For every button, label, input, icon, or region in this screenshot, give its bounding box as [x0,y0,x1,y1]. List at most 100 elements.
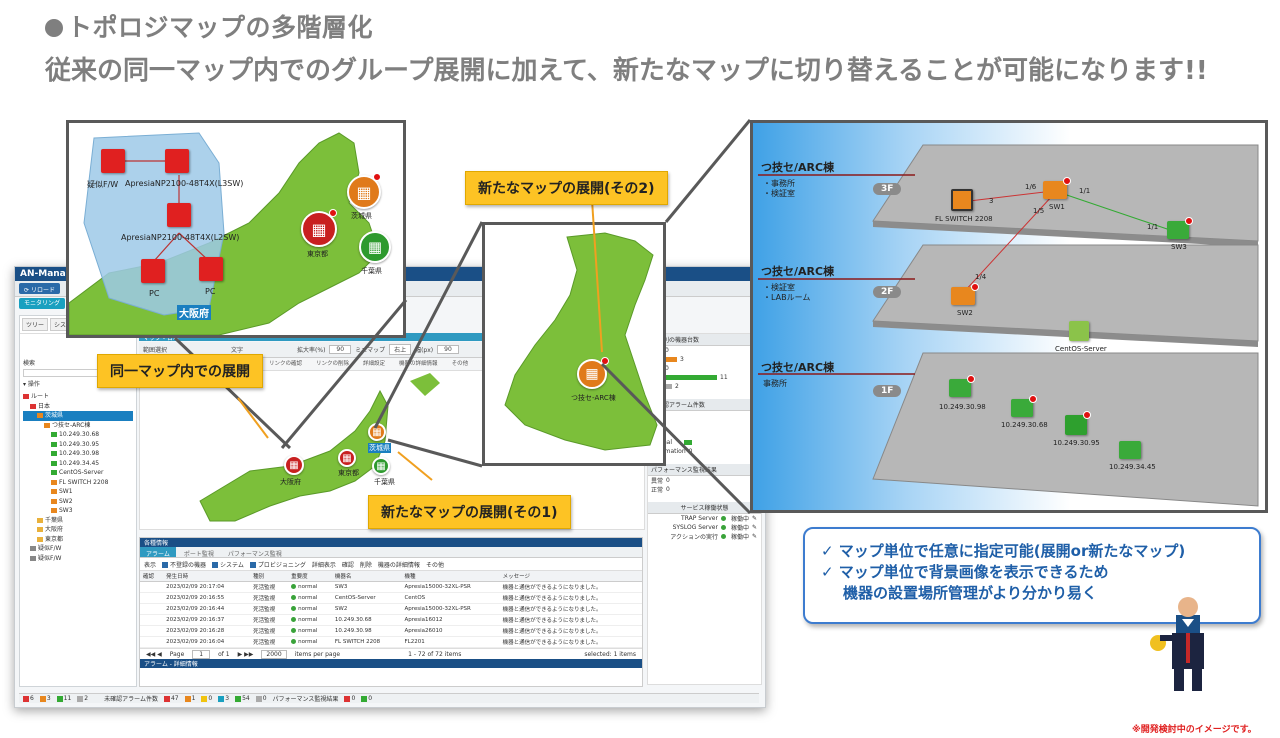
other-button[interactable]: その他 [451,361,469,367]
pc-node-1[interactable] [141,259,165,283]
arc-building-node[interactable]: ▦ [577,359,607,389]
node-34-45[interactable] [1119,441,1141,459]
status-square-icon [39,695,46,702]
pager-page-input[interactable]: 1 [192,649,211,659]
detail-view-button[interactable]: 詳細表示 [311,561,336,569]
filter-unregistered[interactable]: 不登録の機器 [162,560,206,569]
floor2-sub2: ・LABルーム [763,293,811,302]
floor1-badge[interactable]: 1F [873,385,902,397]
chiba-node[interactable]: ▦ [359,231,391,263]
ops-label: 操作 [27,381,40,388]
device-detail-menu[interactable]: 機器の詳細情報 [377,561,420,569]
tab-port-monitor[interactable]: ポート監視 [183,551,214,558]
tree-item[interactable]: SW3 [23,506,133,516]
tree-item[interactable]: SW2 [23,497,133,507]
cell-severity: normal [288,636,332,648]
link-check-button[interactable]: リンクの確認 [269,361,303,367]
node-tokyo[interactable]: ▦ [338,449,356,467]
pc-node-2[interactable] [199,257,223,281]
per-page-select[interactable]: 2000 [261,649,287,659]
wrench-icon[interactable]: ✎ [751,533,757,540]
column-header[interactable]: メッセージ [499,571,642,582]
reload-button[interactable]: ⟳ リロード [19,283,60,294]
tree-item[interactable]: 疑似F/W [23,554,133,564]
pager-nav-next[interactable]: ▶ ▶▶ [237,650,254,658]
floor3-badge[interactable]: 3F [873,183,902,195]
cell-text: 死活監視 [253,618,276,624]
node-30-68[interactable] [1011,399,1033,417]
status-square-icon [77,695,84,702]
filter-provisioning[interactable]: プロビジョニング [249,560,306,569]
text-tool[interactable]: 文字 [231,347,244,354]
tree-item[interactable]: FL SWITCH 2208 [23,478,133,488]
tree-item[interactable]: 千葉県 [23,516,133,526]
node-30-98[interactable] [949,379,971,397]
centos-node[interactable] [1069,321,1089,341]
column-header[interactable]: 発生日時 [163,571,251,582]
sw2-node[interactable] [951,287,975,305]
fw-node[interactable] [101,149,125,173]
other-menu[interactable]: その他 [425,561,444,569]
tree-item[interactable]: つ技セ-ARC棟 [23,421,133,431]
info-tabs: アラーム ポート監視 パフォーマンス監視 [140,547,642,558]
wrench-icon[interactable]: ✎ [751,515,757,522]
column-header[interactable]: 確認 [140,571,164,582]
tab-alarm[interactable]: アラーム [140,547,176,558]
l2sw-node[interactable] [167,203,191,227]
node-chiba[interactable]: ▦ [372,457,390,475]
device-detail-button[interactable]: 機器の詳細情報 [399,361,438,367]
link-delete-button[interactable]: リンクの削除 [316,361,350,367]
tree-item[interactable]: 大阪府 [23,525,133,535]
cell-severity: normal [288,592,332,604]
sw1-node[interactable] [1043,181,1067,199]
tree-item[interactable]: 10.249.30.98 [23,449,133,459]
node-30-95[interactable] [1065,415,1087,435]
column-header[interactable]: 重要度 [288,571,332,582]
fl-switch-node[interactable] [951,189,973,211]
node-tokyo-label: 東京都 [338,469,359,477]
floor2-badge[interactable]: 2F [873,286,902,298]
column-header[interactable]: 機種 [401,571,500,582]
tokyo-node[interactable]: ▦ [301,211,337,247]
l3sw-node[interactable] [165,149,189,173]
pager-nav[interactable]: ◀◀ ◀ [146,650,162,658]
tree-node-icon [37,413,43,418]
tree-item[interactable]: 茨城県 [23,411,133,421]
ops-menu[interactable]: ▾ 操作 [23,381,40,388]
tree-item[interactable]: ルート [23,392,133,402]
node-osaka[interactable]: ▦ [284,455,304,475]
wrench-icon[interactable]: ✎ [751,524,757,531]
status-count: 0 [344,695,355,702]
confirm-button[interactable]: 確認 [341,561,354,569]
tree-item[interactable]: 10.249.30.95 [23,440,133,450]
sw3-node[interactable] [1167,221,1189,239]
select-tool[interactable]: 範囲選択 [143,347,168,354]
port-label: 1/4 [975,273,987,281]
detail-settings-button[interactable]: 詳細設定 [363,361,386,367]
tree-item[interactable]: 東京都 [23,535,133,545]
tree-item[interactable]: CentOS-Server [23,468,133,478]
width-input[interactable]: 90 [437,345,459,354]
tree-item[interactable]: 10.249.34.45 [23,459,133,469]
minimap-position-select[interactable]: 右上 [389,344,412,355]
filter-system[interactable]: システム [212,560,244,569]
zoom-input[interactable]: 90 [329,345,352,354]
column-header[interactable]: 機器名 [331,571,402,582]
tree-item[interactable]: 10.249.30.68 [23,430,133,440]
tab-tree[interactable]: ツリー [22,318,49,331]
monitoring-tab[interactable]: モニタリング [19,298,66,309]
tab-perf-monitor[interactable]: パフォーマンス監視 [227,551,282,558]
tree-item[interactable]: 疑似F/W [23,544,133,554]
column-header[interactable]: 種別 [250,571,289,582]
tree-item[interactable]: 日本 [23,402,133,412]
count-value: 0 [665,365,669,372]
tree-item[interactable]: SW1 [23,487,133,497]
delete-button[interactable]: 削除 [359,561,372,569]
cell-text: 機器と通信ができるようになりました。 [502,585,602,591]
